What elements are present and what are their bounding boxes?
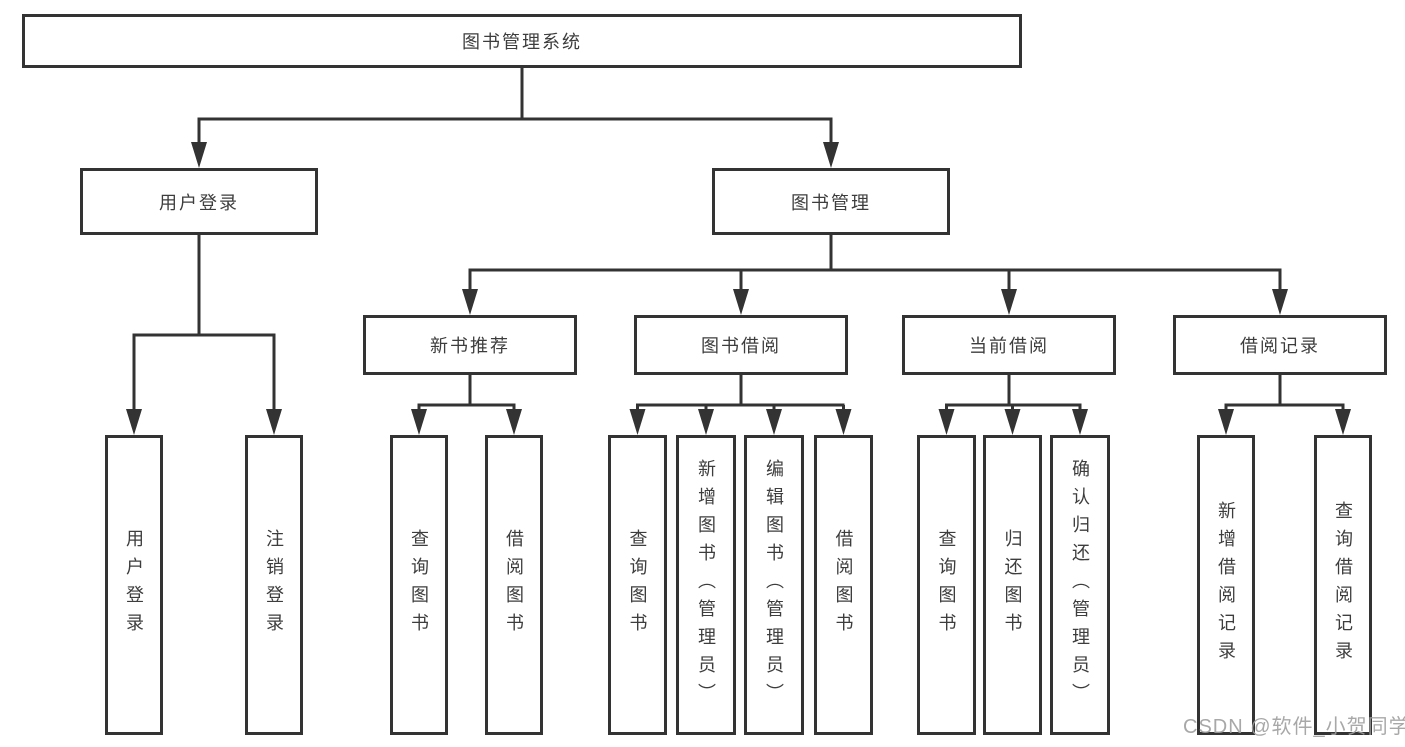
node-user-login: 用户登录 xyxy=(80,168,318,235)
leaf-confirm-return-admin: 确认归还（管理员） xyxy=(1050,435,1110,735)
leaf-query-books-current: 查询图书 xyxy=(917,435,976,735)
leaf-logout: 注销登录 xyxy=(245,435,303,735)
node-root: 图书管理系统 xyxy=(22,14,1022,68)
leaf-add-book-admin: 新增图书（管理员） xyxy=(676,435,736,735)
node-current-borrow: 当前借阅 xyxy=(902,315,1116,375)
node-book-management: 图书管理 xyxy=(712,168,950,235)
leaf-add-borrow-record: 新增借阅记录 xyxy=(1197,435,1255,735)
csdn-watermark: CSDN @软件_小贺同学 xyxy=(1183,716,1405,738)
leaf-query-books-recommend: 查询图书 xyxy=(390,435,448,735)
node-new-book-recommend: 新书推荐 xyxy=(363,315,577,375)
leaf-borrow-books: 借阅图书 xyxy=(814,435,873,735)
leaf-return-books: 归还图书 xyxy=(983,435,1042,735)
node-borrow-records: 借阅记录 xyxy=(1173,315,1387,375)
leaf-query-borrow-record: 查询借阅记录 xyxy=(1314,435,1372,735)
node-book-borrow: 图书借阅 xyxy=(634,315,848,375)
leaf-query-books-borrow: 查询图书 xyxy=(608,435,667,735)
leaf-edit-book-admin: 编辑图书（管理员） xyxy=(744,435,804,735)
leaf-user-login: 用户登录 xyxy=(105,435,163,735)
leaf-borrow-books-recommend: 借阅图书 xyxy=(485,435,543,735)
